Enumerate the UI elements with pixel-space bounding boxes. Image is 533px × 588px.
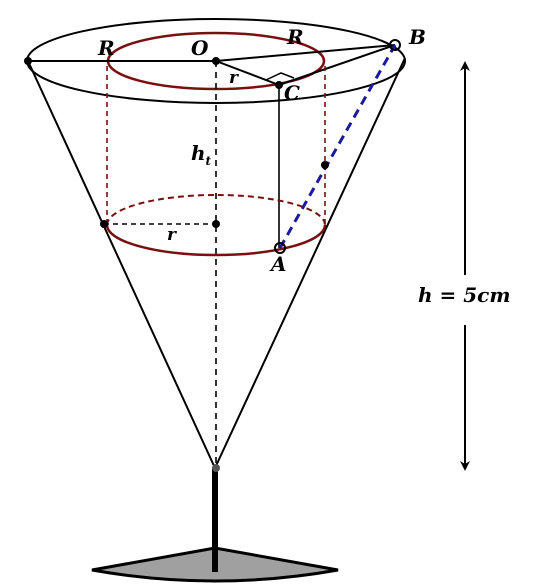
point-C bbox=[275, 81, 283, 89]
label-O: O bbox=[191, 36, 209, 60]
point-A bbox=[274, 242, 286, 254]
label-C: C bbox=[284, 81, 300, 105]
label-r-top: r bbox=[229, 68, 239, 88]
label-height: h = 5cm bbox=[418, 283, 510, 307]
label-R-right: R bbox=[286, 25, 304, 49]
point-mid-right bbox=[321, 161, 329, 169]
right-angle-marker bbox=[265, 72, 295, 81]
label-r-mid: r bbox=[167, 225, 177, 245]
segment-OC bbox=[215, 60, 280, 86]
point-B bbox=[389, 39, 401, 51]
label-h-t-main: h bbox=[191, 141, 206, 165]
point-O bbox=[212, 57, 220, 65]
point-mid-left bbox=[100, 220, 108, 228]
point-rim-left bbox=[24, 57, 32, 65]
label-h-t: ht bbox=[191, 141, 212, 168]
cone-right-side bbox=[214, 57, 406, 469]
mid-circle-front bbox=[105, 224, 327, 257]
cone-left-side bbox=[27, 60, 216, 469]
segment-AB bbox=[278, 44, 397, 249]
label-A: A bbox=[269, 252, 287, 276]
label-h-t-sub: t bbox=[206, 154, 212, 168]
label-R-left: R bbox=[97, 36, 115, 60]
point-apex bbox=[212, 464, 220, 472]
label-B: B bbox=[408, 25, 426, 49]
segment-CB bbox=[278, 44, 396, 86]
point-mid-center bbox=[212, 220, 220, 228]
segment-OB bbox=[215, 44, 396, 62]
